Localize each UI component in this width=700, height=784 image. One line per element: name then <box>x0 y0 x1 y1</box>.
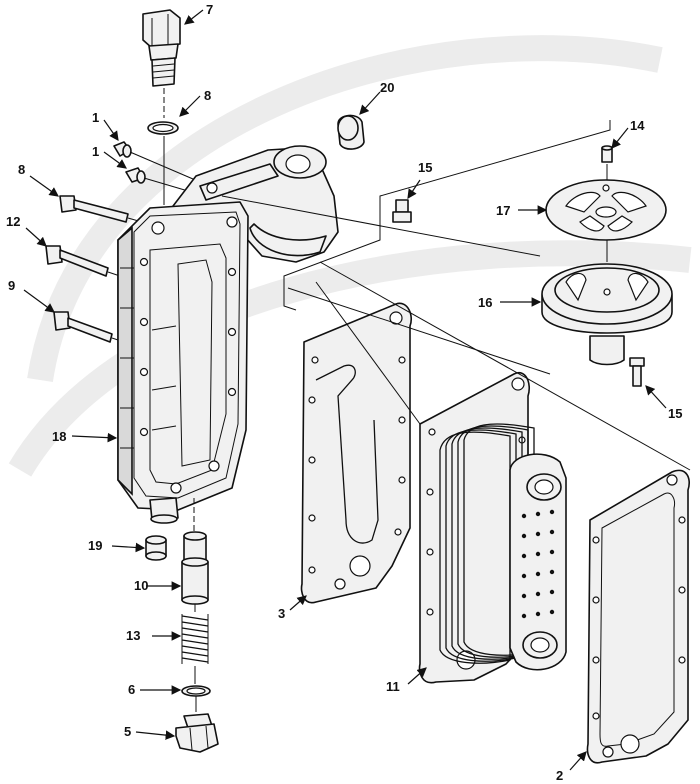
callout-10: 11 <box>386 679 400 694</box>
callout-20: 20 <box>380 80 394 95</box>
callout-12: 13 <box>126 628 140 643</box>
part-4-drain-plug <box>175 713 219 753</box>
callout-2: 2 <box>556 768 563 783</box>
part-3-gasket <box>300 302 412 604</box>
watermark <box>8 35 692 477</box>
callout-3: 3 <box>278 606 285 621</box>
callout-5: 6 <box>128 682 135 697</box>
callout-17: 18 <box>52 429 66 444</box>
part-1-fitting-upper <box>113 141 132 158</box>
callout-19: 19 <box>88 538 102 553</box>
part-8-bolt-upper <box>59 195 129 223</box>
part-18-plate <box>545 179 667 241</box>
part-8-bolt-lower <box>53 311 113 343</box>
assembly-lines <box>221 120 691 471</box>
callout-14: 15 <box>668 406 682 421</box>
callout-16: 16 <box>478 295 492 310</box>
callout-7: 7 <box>206 2 213 17</box>
part-19-plug <box>145 535 167 561</box>
part-15-sensor <box>392 199 412 223</box>
part-9-valve <box>181 531 209 605</box>
part-12-spring <box>181 614 209 664</box>
callout-13: 14 <box>630 118 645 133</box>
part-1-fitting-lower <box>125 167 146 184</box>
callout-15-text: 15 <box>418 160 432 175</box>
callout-8-upper: 8 <box>18 162 25 177</box>
callout-11: 12 <box>6 214 20 229</box>
part-7-plug <box>142 9 181 87</box>
part-14-screw <box>629 357 645 387</box>
part-11-bolt <box>45 245 109 277</box>
part-17-housing <box>117 145 339 524</box>
part-16-housing-cover <box>541 263 673 366</box>
callout-leaders <box>23 9 667 771</box>
callout-labels: 7 8 20 1 1 8 12 9 18 19 10 13 6 5 14 17 … <box>6 2 682 783</box>
callout-18: 17 <box>496 203 510 218</box>
part-2-gasket <box>586 469 690 764</box>
callout-1-upper: 1 <box>92 110 99 125</box>
part-20-cap <box>337 114 365 150</box>
part-13-pin <box>601 145 613 163</box>
callout-8-lower: 9 <box>8 278 15 293</box>
callout-9: 10 <box>134 578 148 593</box>
callout-4: 5 <box>124 724 131 739</box>
callout-6: 8 <box>204 88 211 103</box>
part-10-cooler-core <box>418 371 567 684</box>
callout-1-lower: 1 <box>92 144 99 159</box>
